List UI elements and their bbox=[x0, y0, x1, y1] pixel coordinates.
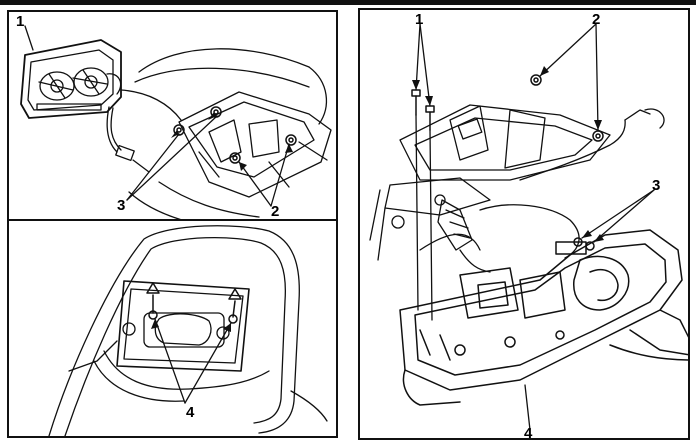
license-light-housing bbox=[93, 280, 270, 402]
seat-outline bbox=[134, 48, 328, 125]
rear-fender bbox=[399, 229, 688, 406]
header-rule bbox=[0, 0, 696, 5]
arrowheads bbox=[412, 66, 604, 242]
panel-tail-light-unit: 1 3 2 bbox=[7, 10, 338, 221]
callout-4: 4 bbox=[186, 404, 195, 421]
rear-fender-surface bbox=[48, 225, 328, 436]
panel-license-light: 4 bbox=[7, 219, 338, 438]
callout-3: 3 bbox=[117, 197, 126, 214]
shock-absorber bbox=[437, 199, 580, 273]
nut-group bbox=[530, 74, 604, 142]
callout-2: 2 bbox=[271, 203, 280, 220]
panel-rear-fender: 1 2 3 4 bbox=[358, 8, 690, 440]
callout-1: 1 bbox=[415, 11, 424, 28]
callout-3: 3 bbox=[652, 177, 661, 194]
tail-light-illustration bbox=[20, 25, 332, 219]
rear-fender-illustration bbox=[369, 23, 688, 431]
screw-group bbox=[573, 237, 595, 251]
leader-lines bbox=[24, 25, 290, 207]
callout-4: 4 bbox=[524, 425, 533, 440]
leader-lines bbox=[154, 318, 232, 404]
callout-1: 1 bbox=[16, 13, 25, 30]
leader-lines bbox=[415, 23, 655, 431]
license-light-illustration bbox=[48, 225, 328, 436]
arrowheads bbox=[151, 319, 231, 332]
arrowheads bbox=[171, 112, 293, 171]
wire-harness bbox=[106, 89, 182, 173]
callout-2: 2 bbox=[592, 11, 601, 28]
tail-light-unit bbox=[20, 39, 122, 119]
screw-group bbox=[146, 282, 242, 324]
rear-frame-assembly bbox=[369, 104, 611, 261]
wire-harness bbox=[519, 108, 665, 181]
rear-frame bbox=[128, 91, 332, 219]
